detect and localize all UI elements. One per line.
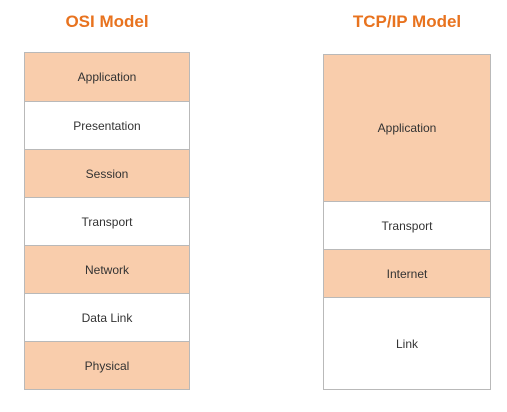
osi-layer-network: Network bbox=[25, 245, 189, 293]
tcp-ip-model-title: TCP/IP Model bbox=[352, 12, 462, 31]
osi-model-title: OSI Model bbox=[65, 12, 149, 31]
osi-layer-transport: Transport bbox=[25, 197, 189, 245]
osi-layer-stack: Application Presentation Session Transpo… bbox=[24, 52, 190, 390]
osi-layer-data-link: Data Link bbox=[25, 293, 189, 341]
tcp-ip-layer-stack: Application Transport Internet Link bbox=[323, 54, 491, 390]
osi-layer-presentation: Presentation bbox=[25, 101, 189, 149]
tcp-layer-transport: Transport bbox=[324, 201, 490, 249]
tcp-layer-application: Application bbox=[324, 55, 490, 201]
osi-layer-application: Application bbox=[25, 53, 189, 101]
tcp-layer-link: Link bbox=[324, 297, 490, 389]
osi-layer-physical: Physical bbox=[25, 341, 189, 389]
osi-layer-session: Session bbox=[25, 149, 189, 197]
tcp-layer-internet: Internet bbox=[324, 249, 490, 297]
